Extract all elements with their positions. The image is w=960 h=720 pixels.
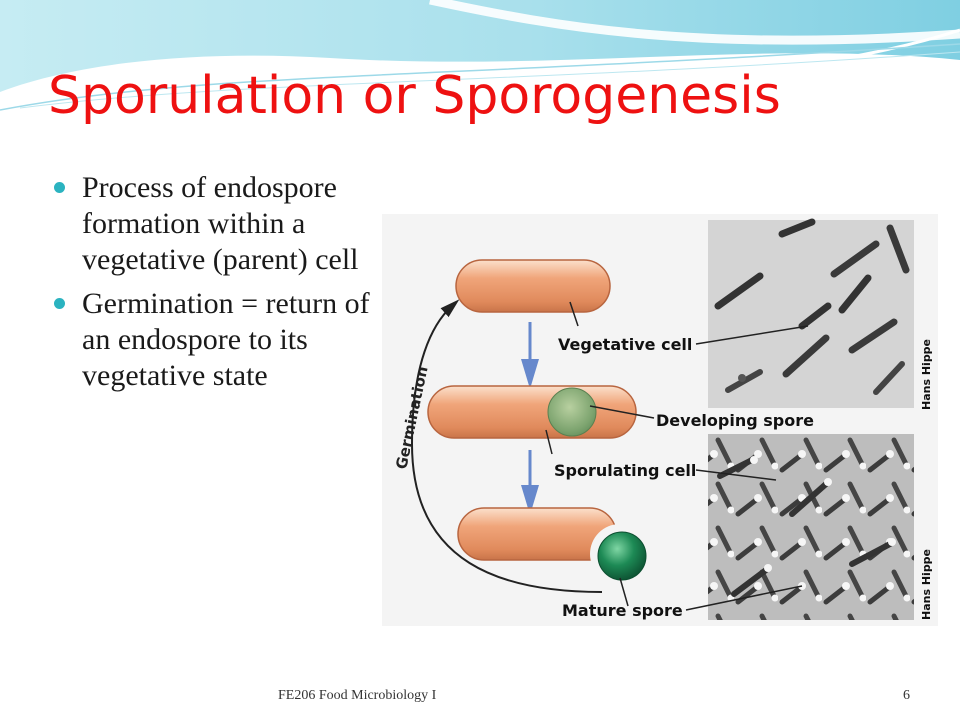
germination-arrow-icon [410,299,603,593]
page-number: 6 [903,688,910,703]
bullet-item: Process of endospore formation within a … [54,170,372,278]
mature-spore [597,531,647,581]
sporulation-figure: Hans Hippe Hans Hippe Germination [382,214,938,626]
vegetative-cell [455,259,611,313]
header-wave-decoration [0,0,960,111]
slide-title: Sporulation or Sporogenesis [48,66,781,126]
developing-spore [547,387,597,437]
bullet-dot-icon [54,182,65,193]
sporulating-cell [427,385,637,439]
micrograph-vegetative [708,218,914,408]
bullet-dot-icon [54,298,65,309]
photo-credit-top: Hans Hippe [920,339,933,410]
bullet-text: Process of endospore formation within a … [82,171,359,276]
bullet-text: Germination = return of an endospore to … [82,287,370,392]
bullet-item: Germination = return of an endospore to … [54,286,372,394]
footer-text: FE206 Food Microbiology I [278,688,437,703]
label-mature-spore: Mature spore [562,601,683,620]
label-sporulating-cell: Sporulating cell [554,461,696,480]
label-vegetative-cell: Vegetative cell [558,335,692,354]
micrograph-sporulating [708,434,914,620]
label-developing-spore: Developing spore [656,411,814,430]
photo-credit-bottom: Hans Hippe [920,549,933,620]
bullet-list: Process of endospore formation within a … [54,170,372,402]
germination-label: Germination [392,365,431,471]
